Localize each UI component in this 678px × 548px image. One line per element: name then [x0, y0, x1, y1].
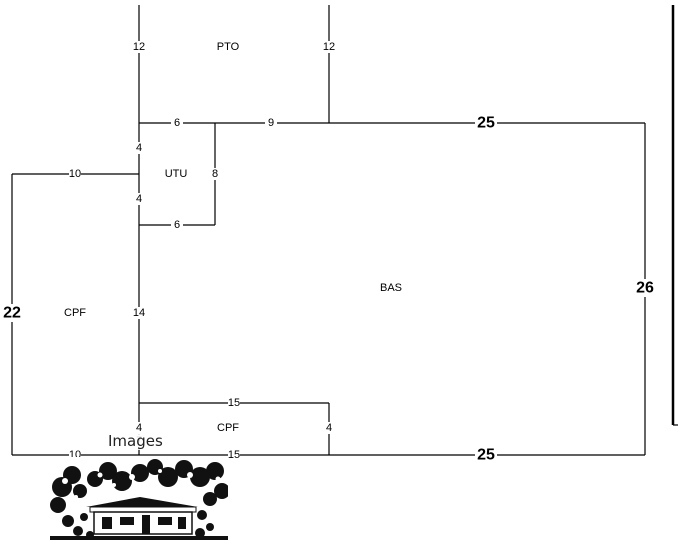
dimension-value: 6 [174, 219, 180, 231]
dimension-value: 4 [326, 422, 332, 434]
dimension-label-background [228, 397, 240, 409]
dimension-pto-left: 12 [133, 41, 145, 53]
area-label-cpf-bottom: CPF [217, 422, 239, 434]
dimension-utu-side-top: 4 [133, 142, 145, 154]
dimension-top-mid: 9 [265, 117, 277, 129]
dimension-utu-top: 6 [171, 117, 183, 129]
dimension-label-background [1, 304, 23, 322]
dimension-label-background [323, 422, 335, 434]
dimension-utu-side-bottom: 4 [133, 193, 145, 205]
dimension-label-background [265, 117, 277, 129]
dimension-pto-right: 12 [323, 41, 335, 53]
dimension-cpf-top: 10 [69, 168, 81, 180]
dimension-cpf2-top: 15 [228, 397, 240, 409]
area-label-bas: BAS [380, 282, 402, 294]
dimension-value: 9 [268, 117, 274, 129]
dimension-value: 26 [636, 280, 654, 297]
dimension-label-background [133, 193, 145, 205]
dimension-value: 4 [136, 193, 142, 205]
dimension-utu-right: 8 [209, 168, 221, 180]
dimension-value: 12 [133, 41, 145, 53]
dimension-cpf-right: 14 [133, 307, 145, 319]
dimension-value: 6 [174, 117, 180, 129]
dimension-value: 22 [3, 305, 21, 322]
dimension-label-background [133, 307, 145, 319]
dimension-labels: 1212692544861022142615441015257 [1, 41, 656, 464]
dimension-value: 14 [133, 307, 145, 319]
dimension-label-background [171, 219, 183, 231]
house-photo [50, 457, 228, 540]
dimension-label-background [475, 114, 497, 132]
dimension-value: 4 [136, 422, 142, 434]
area-label-cpf-left: CPF [64, 307, 86, 319]
dimension-label-background [634, 279, 656, 297]
dimension-label-background [323, 41, 335, 53]
dimension-bottom-right: 25 [475, 446, 497, 464]
dimension-value: 25 [477, 115, 495, 132]
dimension-value: 25 [477, 447, 495, 464]
area-label-pto: PTO [217, 41, 240, 53]
dimension-cpf2-left: 4 [133, 422, 145, 434]
dimension-label-background [133, 422, 145, 434]
area-label-utu: UTU [165, 168, 188, 180]
dimension-value: 8 [212, 168, 218, 180]
area-labels: PTO UTU CPF BAS CPF [64, 41, 402, 434]
dimension-value: 15 [228, 449, 240, 461]
dimension-value: 15 [228, 397, 240, 409]
dimension-utu-bottom: 6 [171, 219, 183, 231]
dimension-label-background [69, 168, 81, 180]
dimension-label-background [133, 41, 145, 53]
wall-lines [11, 5, 678, 456]
dimension-top-right: 25 [475, 114, 497, 132]
images-caption: Images [106, 432, 165, 450]
dimension-value: 4 [136, 142, 142, 154]
dimension-label-background [133, 142, 145, 154]
dimension-value: 10 [69, 168, 81, 180]
dimension-bottom-mid: 15 [228, 449, 240, 461]
dimension-label-background [209, 168, 221, 180]
dimension-right-total: 26 [634, 279, 656, 297]
dimension-label-background [228, 449, 240, 461]
house-photo-icon [50, 457, 228, 540]
dimension-left-total: 22 [1, 304, 23, 322]
dimension-label-background [171, 117, 183, 129]
dimension-cpf2-right: 4 [323, 422, 335, 434]
dimension-label-background [475, 446, 497, 464]
dimension-value: 12 [323, 41, 335, 53]
